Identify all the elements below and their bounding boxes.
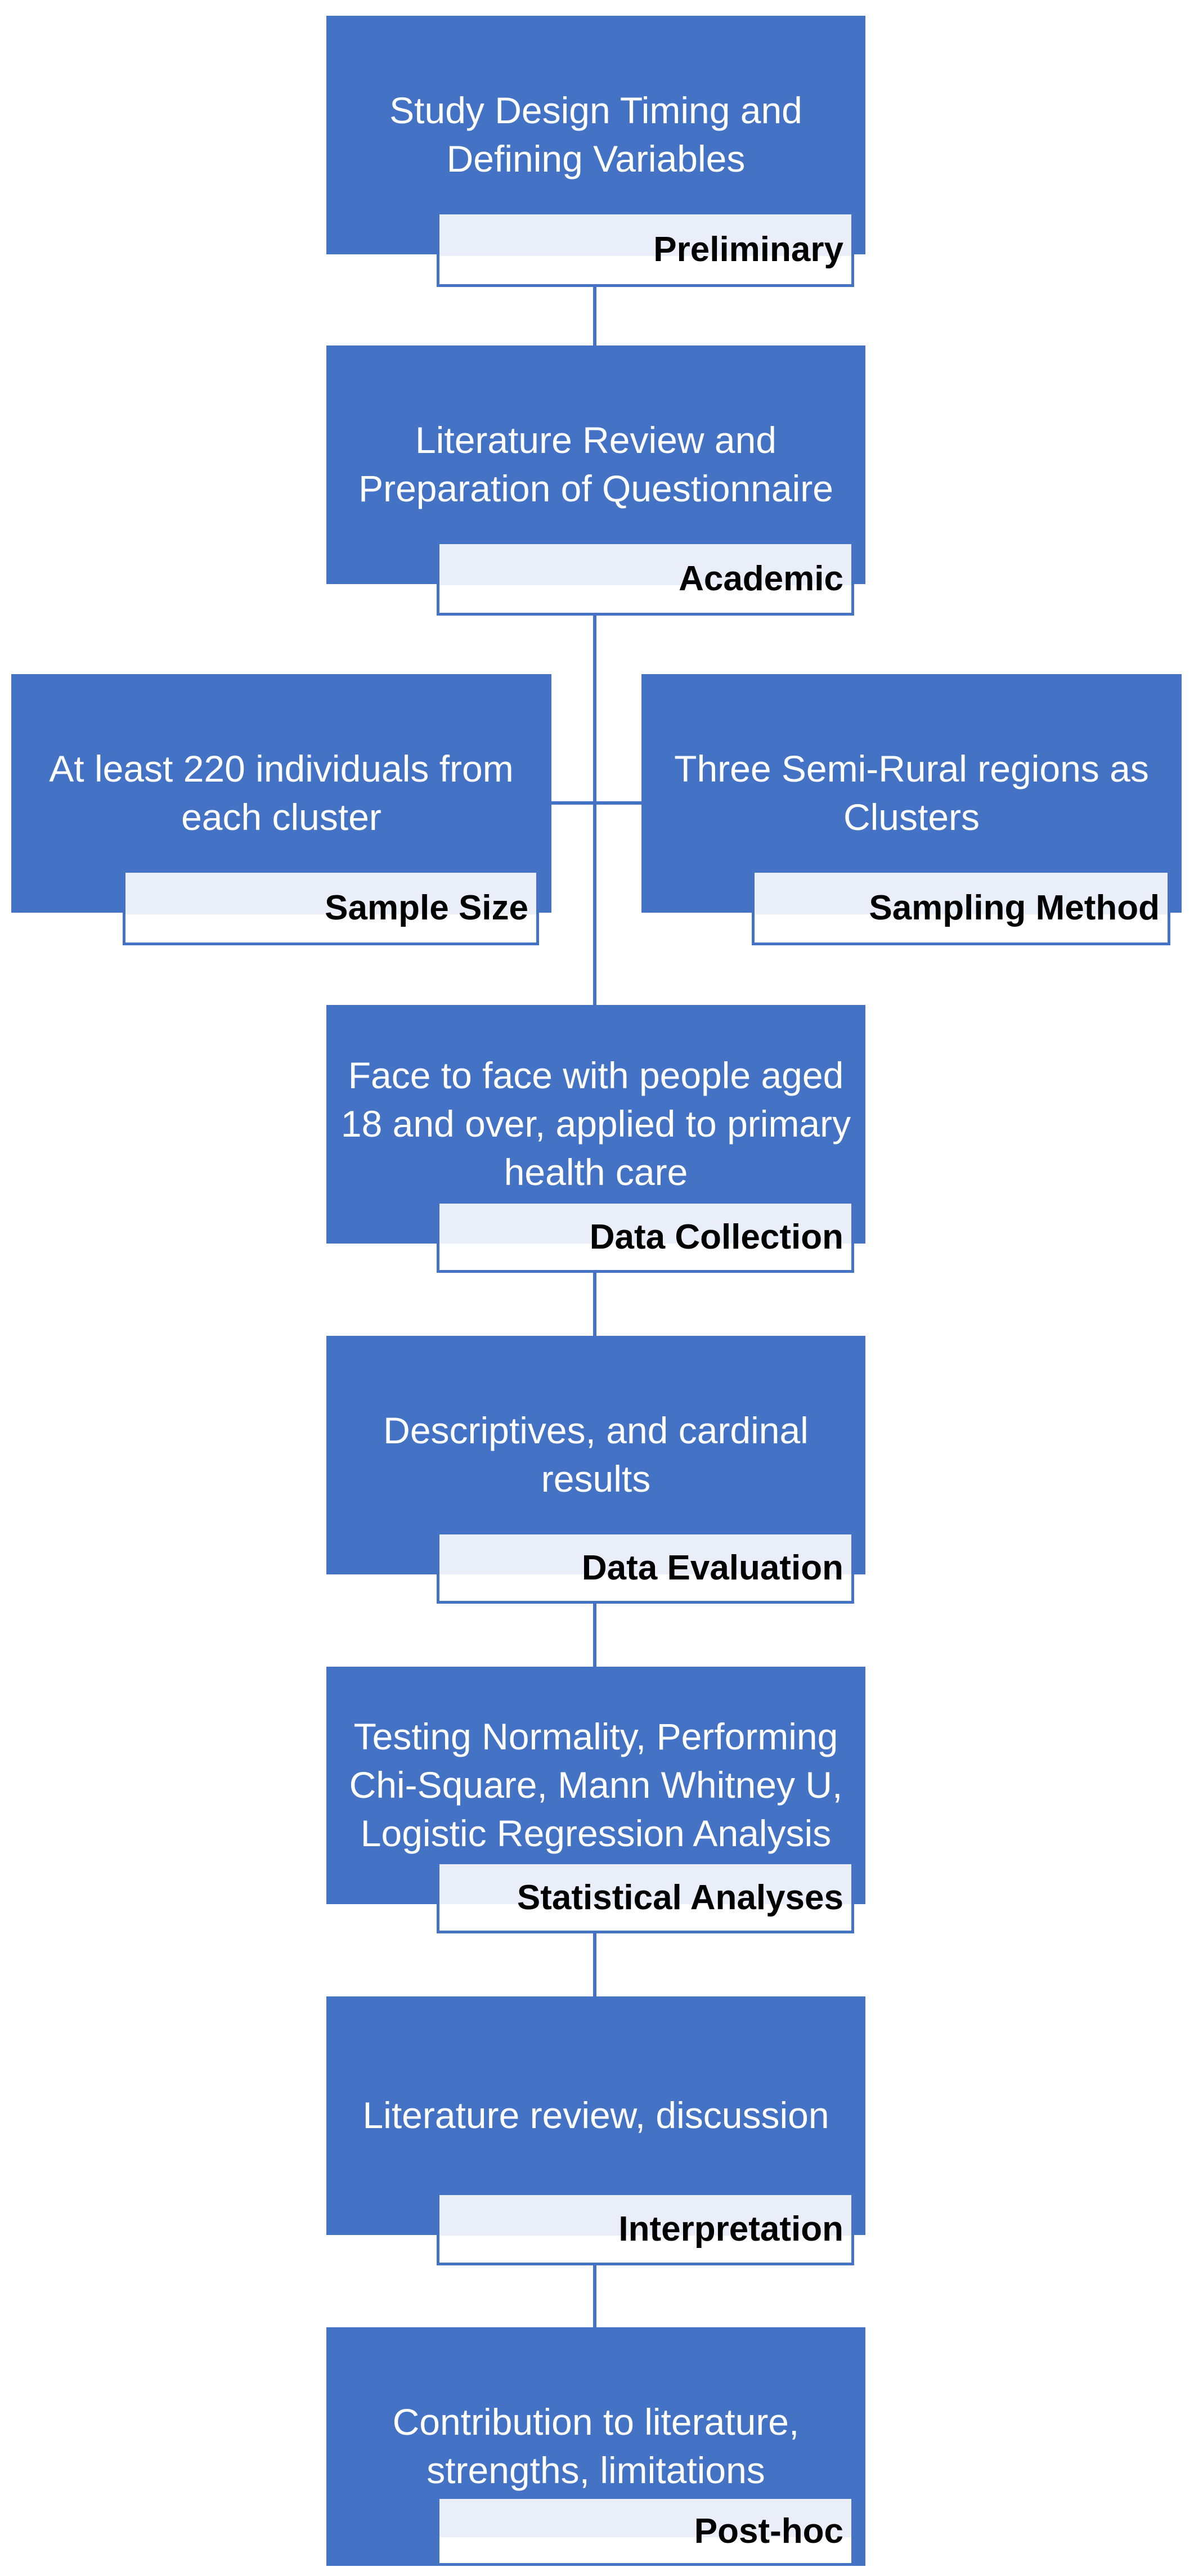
- step-box-sample-size: At least 220 individuals from each clust…: [11, 674, 551, 913]
- step-text-preliminary: Study Design Timing and Defining Variabl…: [389, 89, 802, 179]
- connector-evaluation-statistics: [593, 1604, 596, 1667]
- connector-branch-horizontal: [551, 801, 641, 805]
- connector-interpretation-posthoc: [593, 2265, 596, 2327]
- step-label-statistical-analyses: Statistical Analyses: [437, 1861, 854, 1933]
- step-label-preliminary: Preliminary: [437, 212, 854, 287]
- step-text-data-collection: Face to face with people aged 18 and ove…: [340, 1054, 851, 1193]
- step-label-data-evaluation: Data Evaluation: [437, 1532, 854, 1604]
- step-text-sample-size: At least 220 individuals from each clust…: [49, 748, 514, 838]
- connector-preliminary-academic: [593, 287, 596, 345]
- connector-collection-evaluation: [593, 1273, 596, 1336]
- step-label-post-hoc: Post-hoc: [437, 2496, 854, 2566]
- connector-statistics-interpretation: [593, 1933, 596, 1996]
- step-text-post-hoc: Contribution to literature, strengths, l…: [392, 2401, 800, 2491]
- step-label-sampling-method: Sampling Method: [752, 870, 1170, 945]
- connector-academic-trunk: [593, 616, 596, 1005]
- step-text-academic: Literature Review and Preparation of Que…: [358, 419, 833, 509]
- step-text-sampling-method: Three Semi-Rural regions as Clusters: [674, 748, 1149, 838]
- step-text-data-evaluation: Descriptives, and cardinal results: [383, 1410, 809, 1500]
- step-label-academic: Academic: [437, 541, 854, 616]
- step-label-interpretation: Interpretation: [437, 2192, 854, 2265]
- step-text-interpretation: Literature review, discussion: [362, 2094, 829, 2137]
- step-text-statistical-analyses: Testing Normality, Performing Chi-Square…: [349, 1716, 843, 1854]
- step-label-sample-size: Sample Size: [123, 870, 539, 945]
- step-label-data-collection: Data Collection: [437, 1201, 854, 1273]
